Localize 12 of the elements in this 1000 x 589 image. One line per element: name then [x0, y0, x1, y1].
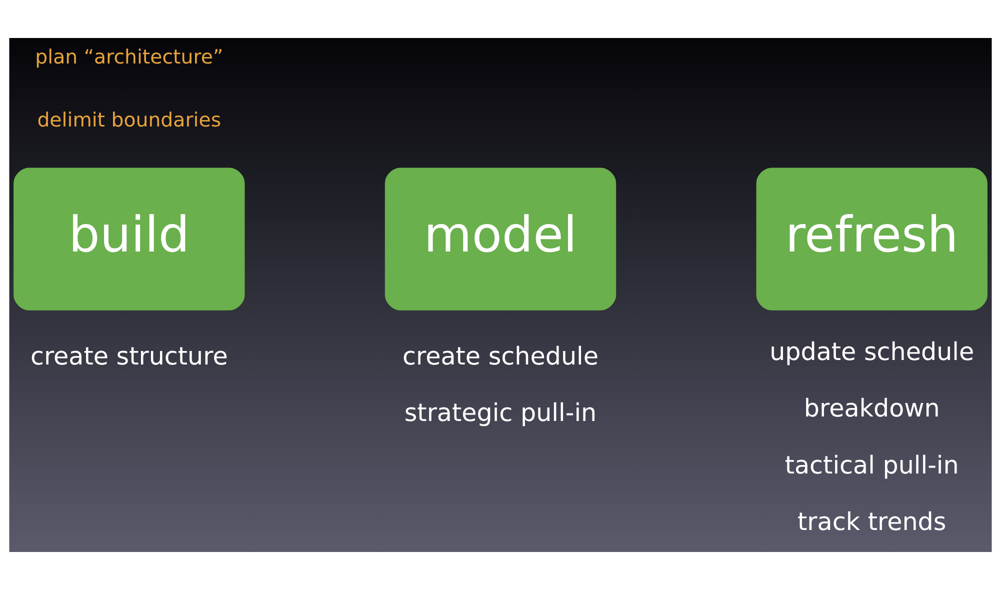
node-box: model	[384, 167, 616, 310]
node-label: create structure	[30, 340, 228, 370]
node-label: track trends	[797, 506, 946, 536]
node-label: tactical pull-in	[784, 450, 958, 479]
label: delimit boundaries	[36, 108, 221, 131]
node-label: update schedule	[769, 336, 974, 366]
node-box: build	[13, 167, 244, 310]
node-label: create schedule	[402, 340, 598, 370]
label: plan “architecture”	[34, 45, 223, 68]
node-label: strategic pull-in	[404, 398, 596, 427]
node-label: breakdown	[803, 393, 940, 422]
node-box: refresh	[756, 167, 987, 310]
